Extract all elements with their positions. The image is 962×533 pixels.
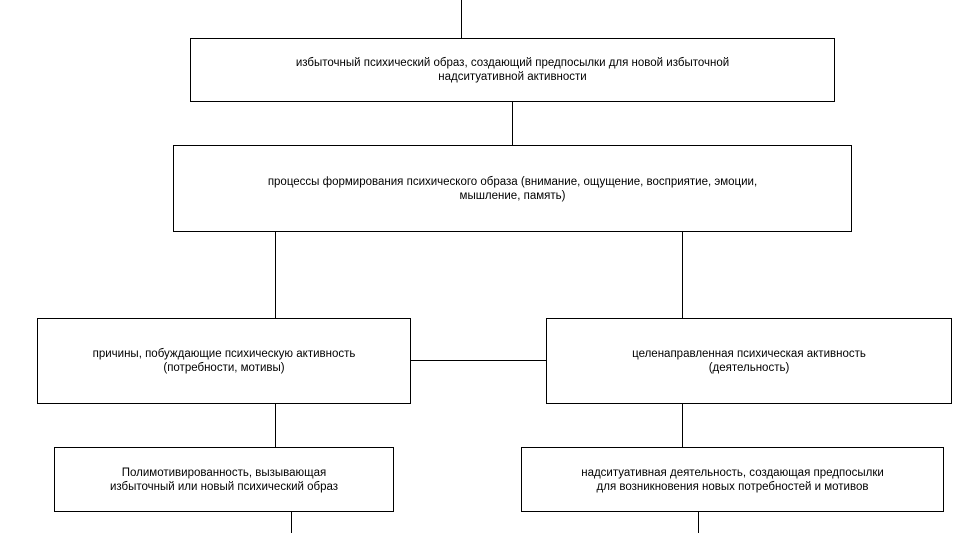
node-text-line: Полимотивированность, вызывающая [121, 466, 327, 479]
node-surplus-psychic-image: избыточный психический образ, создающий … [190, 38, 835, 102]
node-text-line: надситуативной активности [438, 71, 587, 83]
node-text: Полимотивированность, вызывающая избыточ… [110, 466, 338, 494]
node-text-line: целенаправленная психическая активность [632, 348, 866, 360]
node-activity-causes: причины, побуждающие психическую активно… [37, 318, 411, 404]
node-text-line: (потребности, мотивы) [163, 362, 285, 374]
node-text: целенаправленная психическая активность … [632, 347, 866, 375]
node-text: причины, побуждающие психическую активно… [93, 347, 356, 375]
node-text: избыточный психический образ, создающий … [296, 56, 729, 84]
node-text-line: для возникновения новых потребностей и м… [596, 480, 869, 493]
node-text-line: надситуативная деятельность, создающая п… [581, 466, 884, 479]
node-supra-situational-activity: надситуативная деятельность, создающая п… [521, 447, 944, 512]
node-text-line: процессы формирования психического образ… [267, 175, 758, 188]
node-text-line: избыточный или новый психический образ [109, 480, 339, 493]
node-text-line: (деятельность) [708, 362, 790, 374]
node-polymotivation: Полимотивированность, вызывающая избыточ… [54, 447, 394, 512]
node-purposeful-activity: целенаправленная психическая активность … [546, 318, 952, 404]
node-text-line: избыточный психический образ, создающий … [295, 57, 730, 69]
node-text-line: мышление, память) [459, 189, 566, 202]
node-text: надситуативная деятельность, создающая п… [581, 466, 884, 494]
node-image-formation-processes: процессы формирования психического образ… [173, 145, 852, 232]
node-text: процессы формирования психического образ… [268, 175, 757, 203]
node-text-line: причины, побуждающие психическую активно… [92, 348, 356, 360]
